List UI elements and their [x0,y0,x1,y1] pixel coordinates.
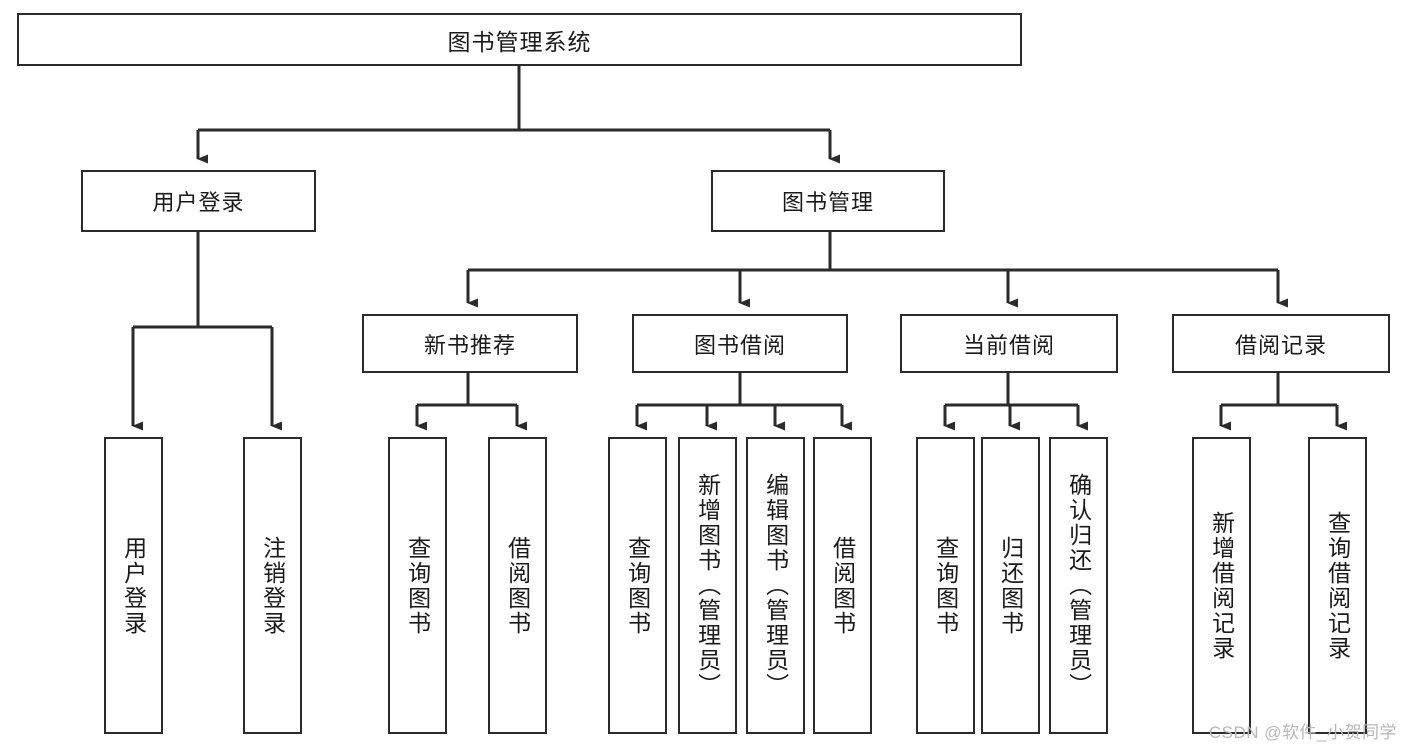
node-label: 图书管理系统 [447,28,592,55]
node-book-borrow[interactable]: 图书借阅 [632,314,848,373]
node-label: 借阅记录 [1234,332,1327,358]
leaf-borrow-query[interactable]: 查询图书 [608,437,667,734]
node-label: 新增借阅记录 [1208,510,1235,661]
leaf-current-return-book[interactable]: 归还图书 [981,437,1040,734]
node-label: 查询借阅记录 [1324,510,1351,661]
leaf-borrow-borrow-book[interactable]: 借阅图书 [813,437,872,734]
node-label: 查询图书 [624,535,651,636]
leaf-current-confirm-return-admin[interactable]: 确认归还（管理员） [1049,437,1108,734]
leaf-user-login-signout[interactable]: 注销登录 [243,437,302,734]
node-user-login[interactable]: 用户登录 [81,170,316,232]
leaf-records-query[interactable]: 查询借阅记录 [1308,437,1367,734]
node-root-system[interactable]: 图书管理系统 [17,13,1022,66]
leaf-current-query[interactable]: 查询图书 [916,437,975,734]
leaf-new-books-borrow[interactable]: 借阅图书 [488,437,547,734]
node-label: 编辑图书（管理员） [762,473,789,698]
leaf-user-login-signin[interactable]: 用户登录 [104,437,163,734]
node-label: 查询图书 [404,535,431,636]
node-borrow-records[interactable]: 借阅记录 [1172,314,1390,373]
leaf-borrow-add-book-admin[interactable]: 新增图书（管理员） [678,437,737,734]
node-label: 图书借阅 [693,332,786,358]
node-current-borrow[interactable]: 当前借阅 [900,314,1118,373]
leaf-new-books-query[interactable]: 查询图书 [388,437,447,734]
leaf-borrow-edit-book-admin[interactable]: 编辑图书（管理员） [746,437,805,734]
node-label: 当前借阅 [962,332,1055,358]
node-label: 归还图书 [997,535,1024,636]
leaf-records-add[interactable]: 新增借阅记录 [1192,437,1251,734]
node-label: 新增图书（管理员） [694,473,721,698]
node-label: 查询图书 [932,535,959,636]
node-label: 用户登录 [120,535,147,636]
node-label: 新书推荐 [423,332,516,358]
node-book-management[interactable]: 图书管理 [711,170,945,232]
node-label: 图书管理 [781,190,874,215]
node-new-book-recommend[interactable]: 新书推荐 [362,314,578,373]
node-label: 注销登录 [259,535,286,636]
node-label: 借阅图书 [504,535,531,636]
node-label: 用户登录 [152,190,245,215]
node-label: 确认归还（管理员） [1065,473,1092,698]
node-label: 借阅图书 [829,535,856,636]
